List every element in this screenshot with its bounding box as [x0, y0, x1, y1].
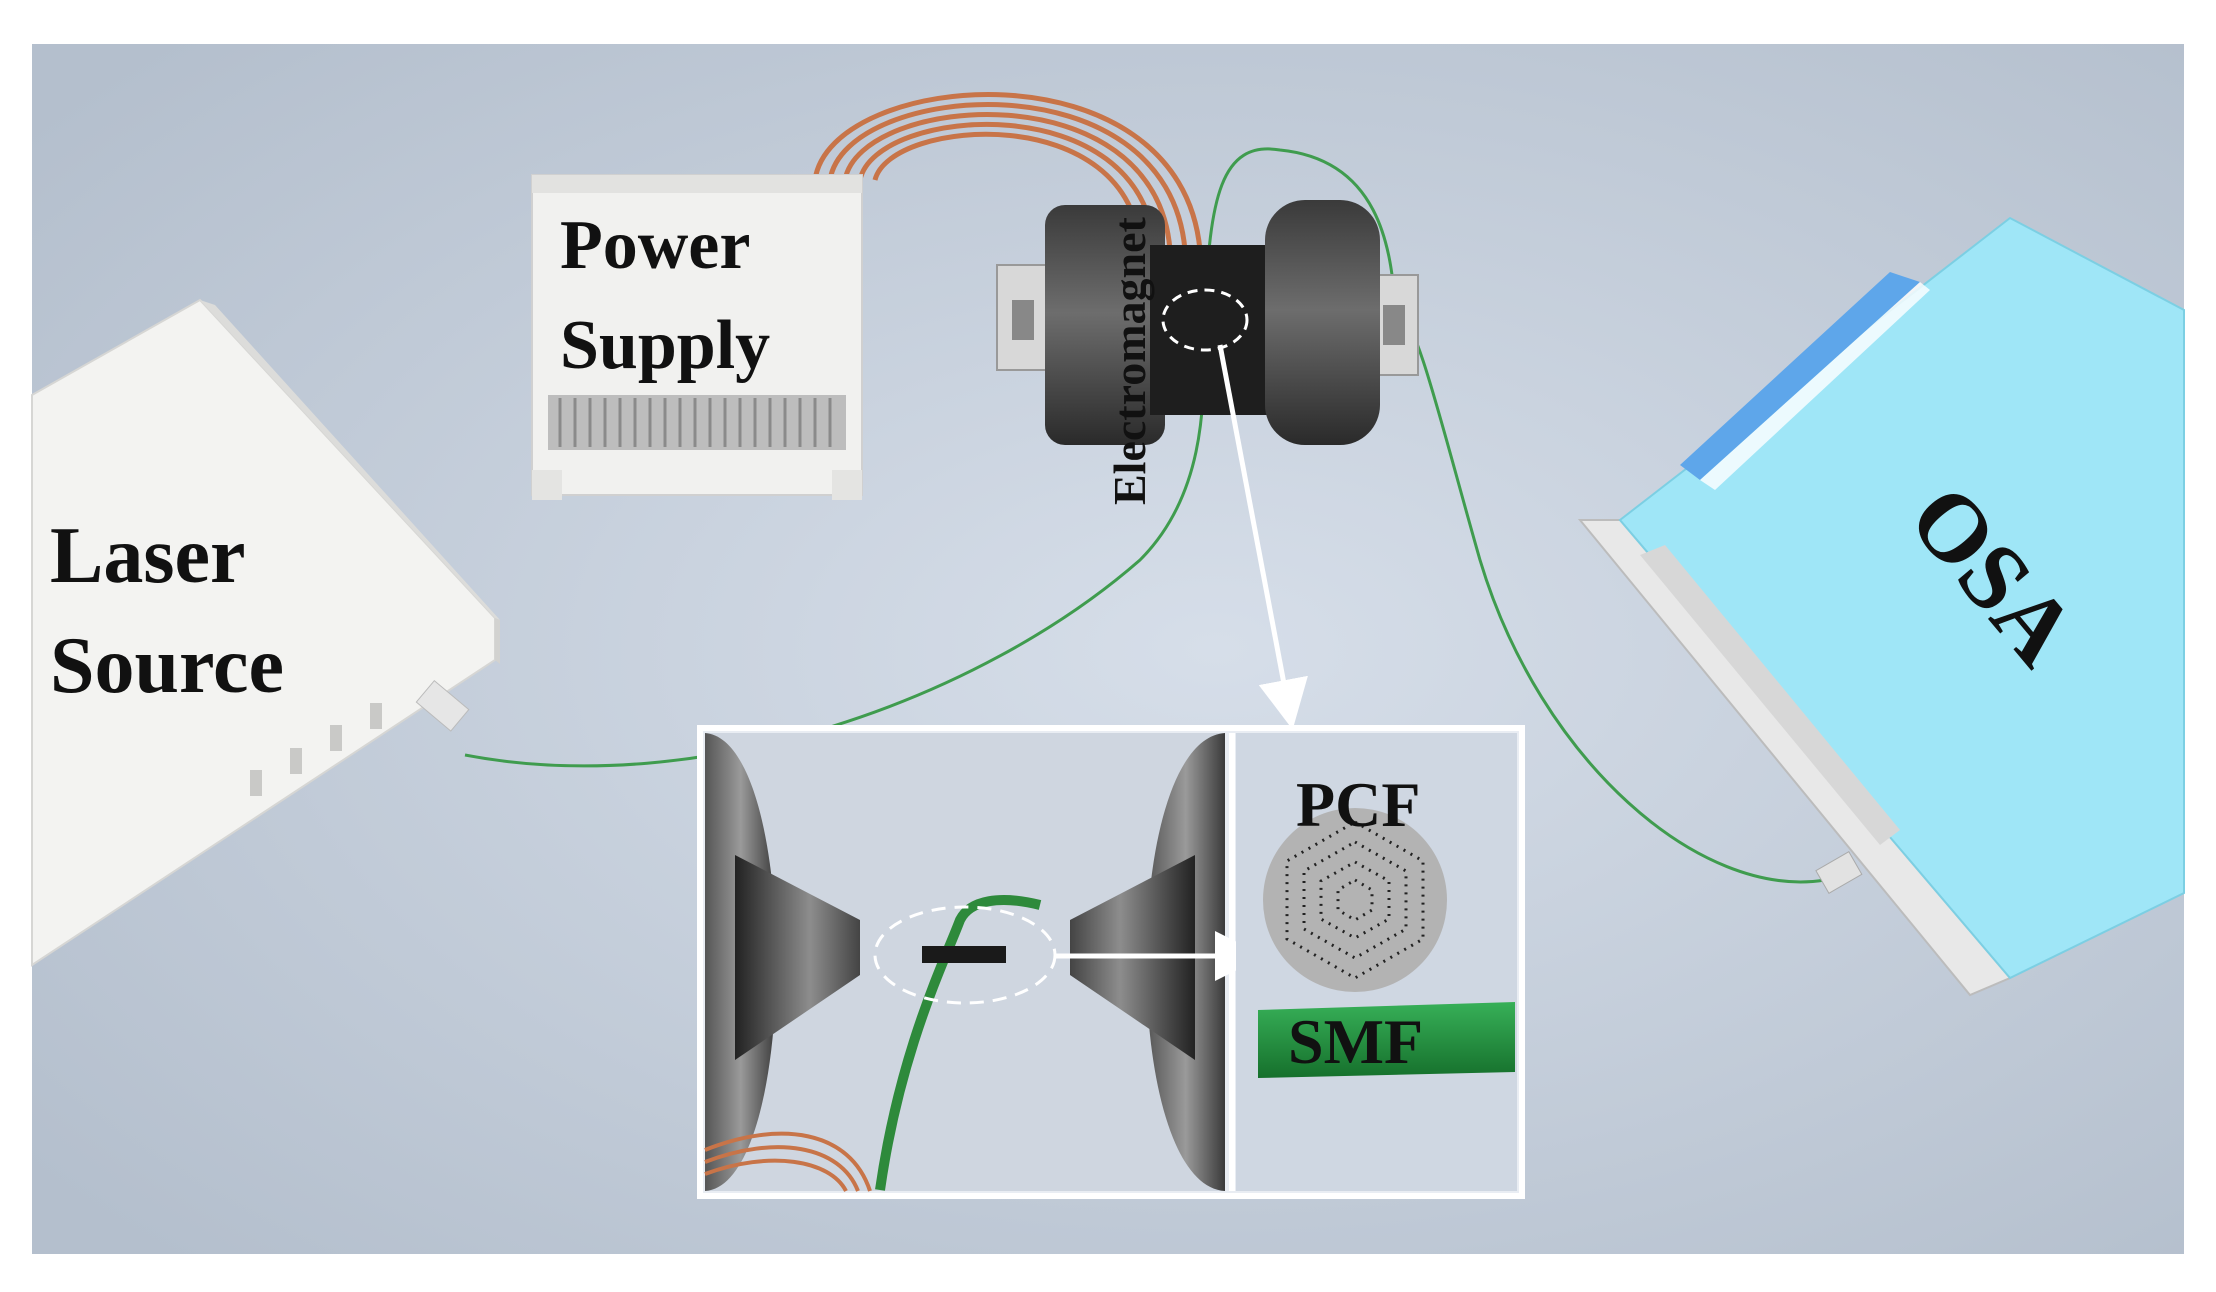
- pcf-sample: [922, 946, 1006, 963]
- magnet-core: [1150, 245, 1280, 415]
- power-supply-label-line2: Supply: [560, 307, 770, 384]
- laser-source-label-line2: Source: [50, 622, 284, 710]
- sample-region-marker: [1161, 288, 1249, 352]
- power-supply-label-line1: Power: [560, 207, 750, 284]
- magnet-coil-right: [1265, 200, 1380, 445]
- electromagnet: Electromagnet: [996, 200, 1419, 505]
- pole-piece-left: [735, 855, 860, 1060]
- laser-source: Laser Source: [31, 298, 500, 967]
- power-supply-vent: [548, 395, 846, 450]
- inset-copper-coil: [704, 1131, 872, 1193]
- smf-band: [1258, 1002, 1515, 1078]
- zoom-arrow: [1217, 344, 1308, 730]
- zoom-inset: PCF SMF: [697, 725, 1525, 1199]
- inset-fiber-crosssection: PCF SMF: [1236, 733, 1517, 1191]
- osa: OSA: [1577, 216, 2185, 997]
- magnet-coil-left: [1045, 205, 1165, 445]
- osa-input-port: [1815, 851, 1863, 894]
- power-supply: Power Supply: [531, 174, 863, 500]
- inset-magnet-view: [704, 733, 1265, 1193]
- pcf-cross-section: [1263, 808, 1447, 992]
- copper-wires: [812, 92, 1203, 251]
- laser-output-connector: [415, 679, 470, 732]
- electromagnet-label: Electromagnet: [1104, 216, 1155, 505]
- inset-fiber: [875, 895, 1042, 1191]
- laser-source-label-line1: Laser: [50, 512, 246, 600]
- smf-label: SMF: [1288, 1006, 1423, 1077]
- pcf-label: PCF: [1296, 769, 1420, 840]
